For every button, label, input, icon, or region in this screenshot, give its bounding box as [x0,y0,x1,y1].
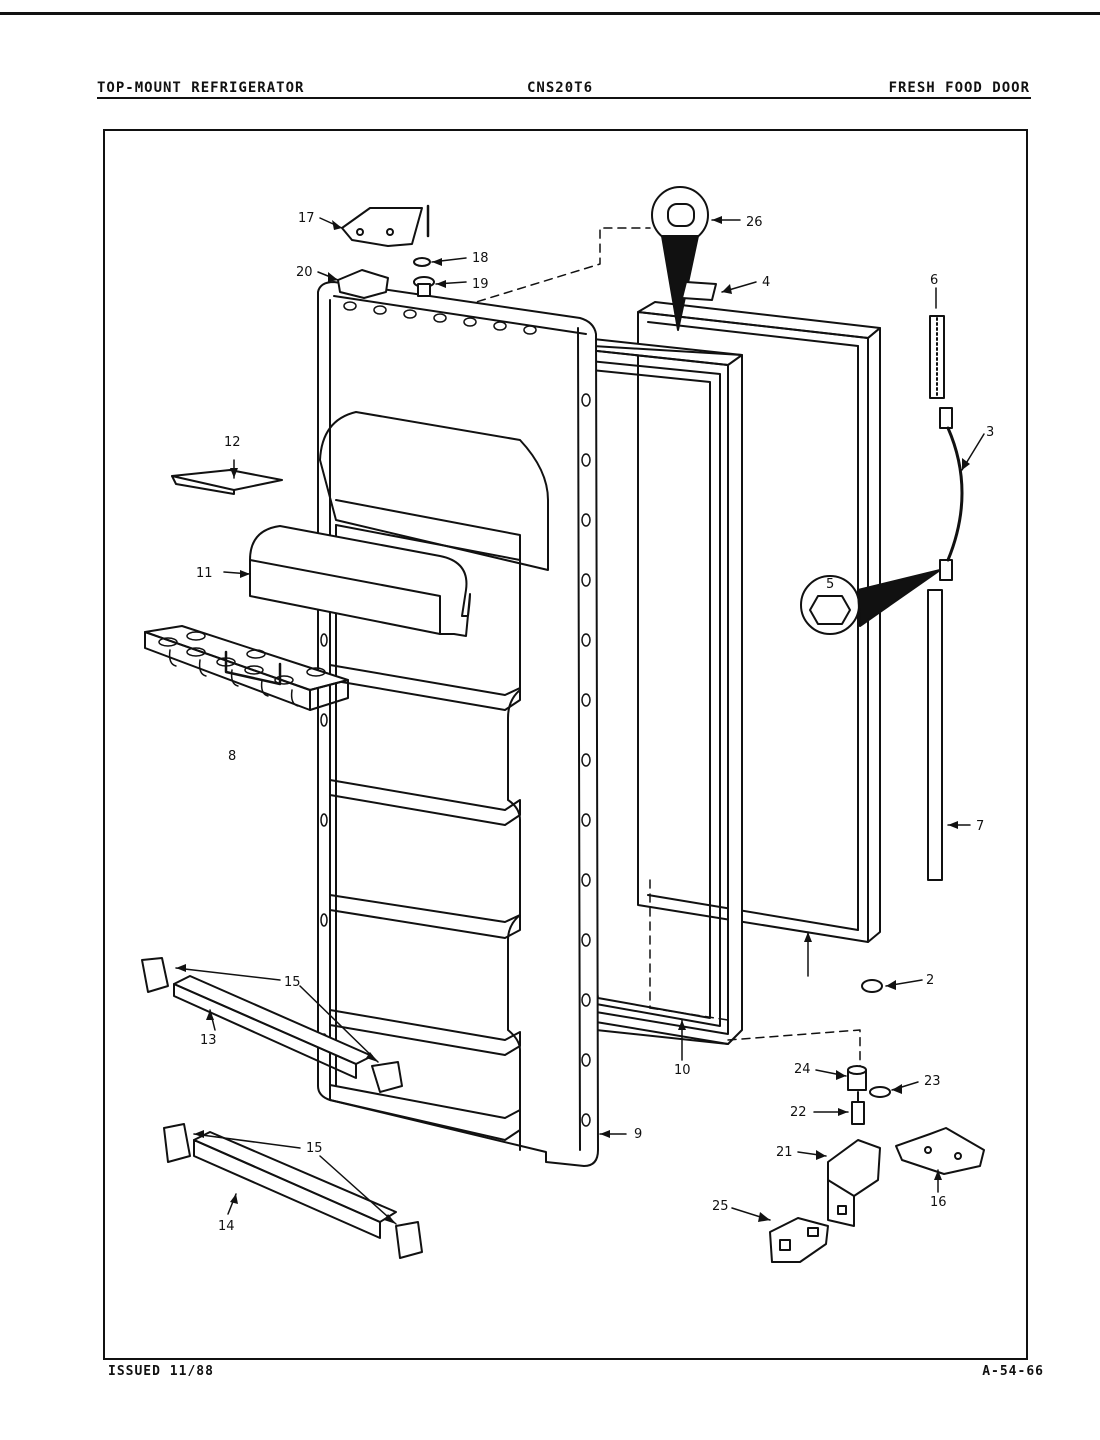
part-12-bracket [171,469,283,495]
callout-6: 6 [930,273,938,288]
handle-cap [929,315,945,399]
top-hinge [341,204,430,247]
bottom-hinge [827,1139,881,1227]
callout-9: 9 [634,1127,642,1142]
callout-18: 18 [472,251,489,266]
handle-trim [927,589,943,881]
door-liner [317,281,599,1167]
callout-7: 7 [976,819,984,834]
shim-25 [769,1217,829,1263]
washer-18 [413,257,431,267]
plug-detail [651,186,709,331]
bottom-plate [895,1127,985,1175]
callout-8: 8 [228,749,236,764]
callout-4: 4 [762,275,770,290]
callout-15-upper: 15 [284,975,301,990]
plug-2 [861,979,883,993]
callout-13: 13 [200,1033,217,1048]
document-code: A-54-66 [982,1364,1044,1379]
callout-26: 26 [746,215,763,230]
callout-labels: 2 3 4 5 6 7 8 9 10 11 12 13 14 15 15 16 … [196,211,994,1234]
callout-16: 16 [930,1195,947,1210]
callout-24: 24 [794,1062,811,1077]
model-type-heading: TOP-MOUNT REFRIGERATOR [97,80,305,96]
door-rail-14 [163,1123,423,1259]
hinge-shim [337,269,389,299]
header-rule [97,97,1031,99]
door-rail-13 [141,957,403,1093]
callout-22: 22 [790,1105,807,1120]
egg-tray [144,625,349,711]
callout-12: 12 [224,435,241,450]
callout-3: 3 [986,425,994,440]
section-heading: FRESH FOOD DOOR [888,80,1030,96]
callout-5: 5 [826,577,834,592]
callout-10: 10 [674,1063,691,1078]
callout-21: 21 [776,1145,793,1160]
callout-11: 11 [196,566,213,581]
callout-19: 19 [472,277,489,292]
callout-15-lower: 15 [306,1141,323,1156]
pin-22 [851,1091,865,1125]
callout-14: 14 [218,1219,235,1234]
outer-door-panel [637,301,881,943]
bushing-24 [847,1065,867,1091]
callout-20: 20 [296,265,313,280]
diagram-frame [103,129,1028,1360]
top-rule [0,12,1100,15]
label-4 [681,281,717,301]
washer-23 [869,1086,891,1098]
callout-25: 25 [712,1199,729,1214]
callout-2: 2 [926,973,934,988]
door-handle [939,407,964,581]
dairy-compartment-door [249,525,471,637]
callout-17: 17 [298,211,315,226]
issued-date: ISSUED 11/88 [108,1364,214,1379]
arrowheads [176,216,970,1224]
callout-23: 23 [924,1074,941,1089]
bushing-19 [413,276,435,297]
nut-detail [800,569,941,635]
model-number-heading: CNS20T6 [527,80,594,96]
